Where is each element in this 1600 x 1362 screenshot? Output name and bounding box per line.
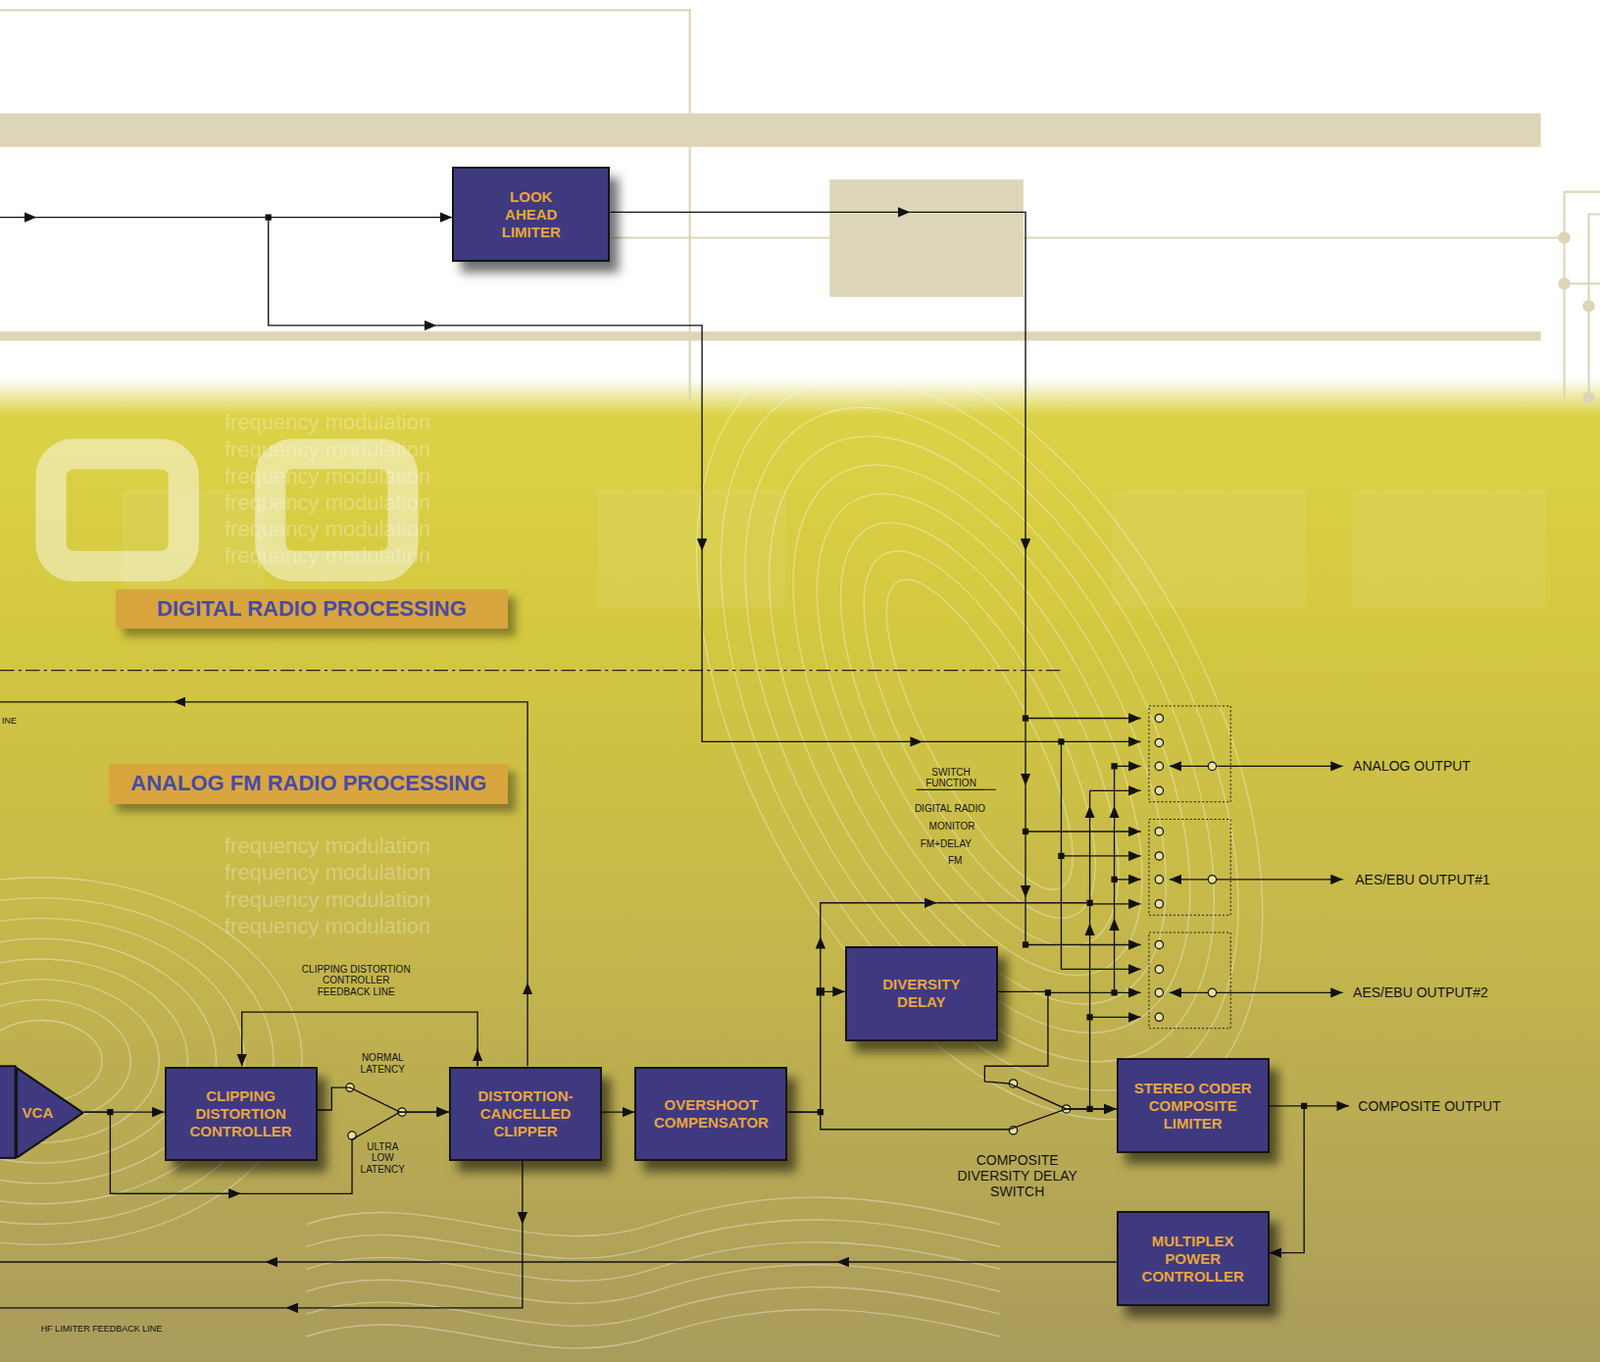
node-text: DIVERSITY DELAY <box>872 975 971 1011</box>
watermark: frequency modulation <box>224 465 431 488</box>
signal-connector <box>317 1087 450 1112</box>
watermark: frequency modulation <box>224 861 431 884</box>
node-text: CLIPPING DISTORTION CONTROLLER <box>186 1087 297 1141</box>
look-ahead-limiter: LOOK AHEAD LIMITER <box>451 166 610 263</box>
watermark: frequency modulation <box>224 915 431 938</box>
signal-label: HF LIMITER FEEDBACK LINE <box>41 1323 163 1334</box>
contour-lines <box>0 256 1380 1349</box>
signal-label: INE <box>1 715 17 726</box>
process-box: DIVERSITY DELAY <box>845 946 999 1042</box>
watermark: frequency modulation <box>224 439 431 461</box>
beige-lines <box>0 9 1600 403</box>
watermark: frequency modulation <box>224 835 431 857</box>
node-text: STEREO CODER COMPOSITE LIMITER <box>1126 1079 1259 1133</box>
node-text: OVERSHOOT COMPENSATOR <box>647 1096 775 1132</box>
signal-connector <box>242 1011 478 1066</box>
process-box: OVERSHOOT COMPENSATOR <box>634 1066 788 1162</box>
signal-label: COMPOSITE DIVERSITY DELAY SWITCH <box>955 1151 1079 1200</box>
signal-connector <box>601 1110 635 1112</box>
previous-block <box>0 1065 16 1158</box>
signal-connector <box>787 1108 1116 1130</box>
signal-label: AES/EBU OUTPUT#1 <box>1354 871 1491 888</box>
vca-amplifier: VCA <box>15 1066 85 1159</box>
node-text: VCA <box>15 1103 54 1121</box>
node-text: ANALOG FM RADIO PROCESSING <box>130 770 487 797</box>
watermark: frequency modulation <box>224 518 431 541</box>
signal-label: ULTRA LOW LATENCY <box>357 1141 407 1176</box>
process-box: MULTIPLEX POWER CONTROLLER <box>1116 1210 1270 1306</box>
signal-label: COMPOSITE OUTPUT <box>1357 1098 1500 1114</box>
node-text: DISTORTION-CANCELLED CLIPPER <box>469 1087 583 1141</box>
signal-wires <box>0 211 1350 1307</box>
process-box: DISTORTION-CANCELLED CLIPPER <box>449 1066 602 1162</box>
signal-label: NORMAL LATENCY <box>352 1051 412 1075</box>
signal-label: FM+DELAY <box>920 838 972 850</box>
signal-label: DIGITAL RADIO <box>914 802 986 815</box>
legend-heading: SWITCH FUNCTION <box>916 766 986 791</box>
junction-dots <box>106 213 1307 1115</box>
signal-connector <box>787 991 845 1112</box>
section-band: ANALOG FM RADIO PROCESSING <box>108 763 508 805</box>
watermark: frequency modulation <box>224 492 431 514</box>
node-text: MULTIPLEX POWER CONTROLLER <box>1136 1232 1250 1286</box>
watermark: frequency modulation <box>224 889 431 911</box>
process-box: STEREO CODER COMPOSITE LIMITER <box>1116 1057 1270 1153</box>
watermark: frequency modulation <box>224 411 431 434</box>
signal-label: MONITOR <box>929 820 976 833</box>
signal-label: AES/EBU OUTPUT#2 <box>1352 984 1489 1000</box>
signal-connector <box>1269 1105 1304 1253</box>
section-band: DIGITAL RADIO PROCESSING <box>115 589 509 630</box>
node-text: LOOK AHEAD LIMITER <box>492 188 571 242</box>
signal-label: ANALOG OUTPUT <box>1352 757 1471 774</box>
node-text: DIGITAL RADIO PROCESSING <box>156 596 467 622</box>
connector-label: CLIPPING DISTORTION CONTROLLER FEEDBACK … <box>298 963 414 999</box>
beige-bands <box>0 112 1542 341</box>
switch-bank <box>1149 705 1231 1029</box>
watermark: frequency modulation <box>224 545 431 567</box>
process-box: CLIPPING DISTORTION CONTROLLER <box>164 1066 318 1162</box>
signal-label: FM <box>948 854 962 867</box>
section-divider <box>0 669 1061 671</box>
signal-connector <box>984 991 1116 1109</box>
